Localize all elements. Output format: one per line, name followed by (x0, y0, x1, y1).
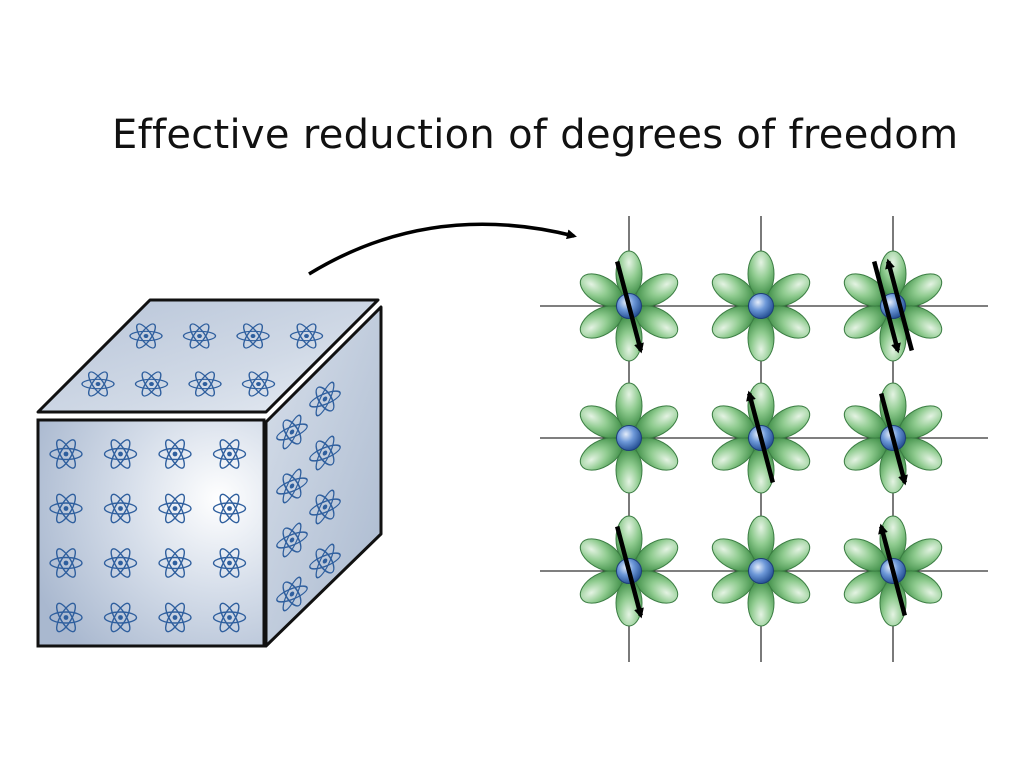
spin-up-arrow (878, 523, 907, 617)
crystal-cube (36, 298, 383, 648)
cube-side-face (264, 305, 383, 648)
spin-up-arrow (746, 390, 775, 484)
slide-title: Effective reduction of degrees of freedo… (112, 112, 959, 158)
spin-down-arrow (872, 260, 901, 354)
spin-down-arrow (879, 392, 908, 486)
spin-down-arrow (615, 260, 644, 354)
cube-top-face (36, 298, 380, 414)
lattice-sites (574, 250, 948, 627)
spin-up-arrow (885, 258, 914, 352)
spin-down-arrow (615, 525, 644, 619)
lattice (540, 216, 988, 662)
mapping-arrow (308, 222, 577, 276)
